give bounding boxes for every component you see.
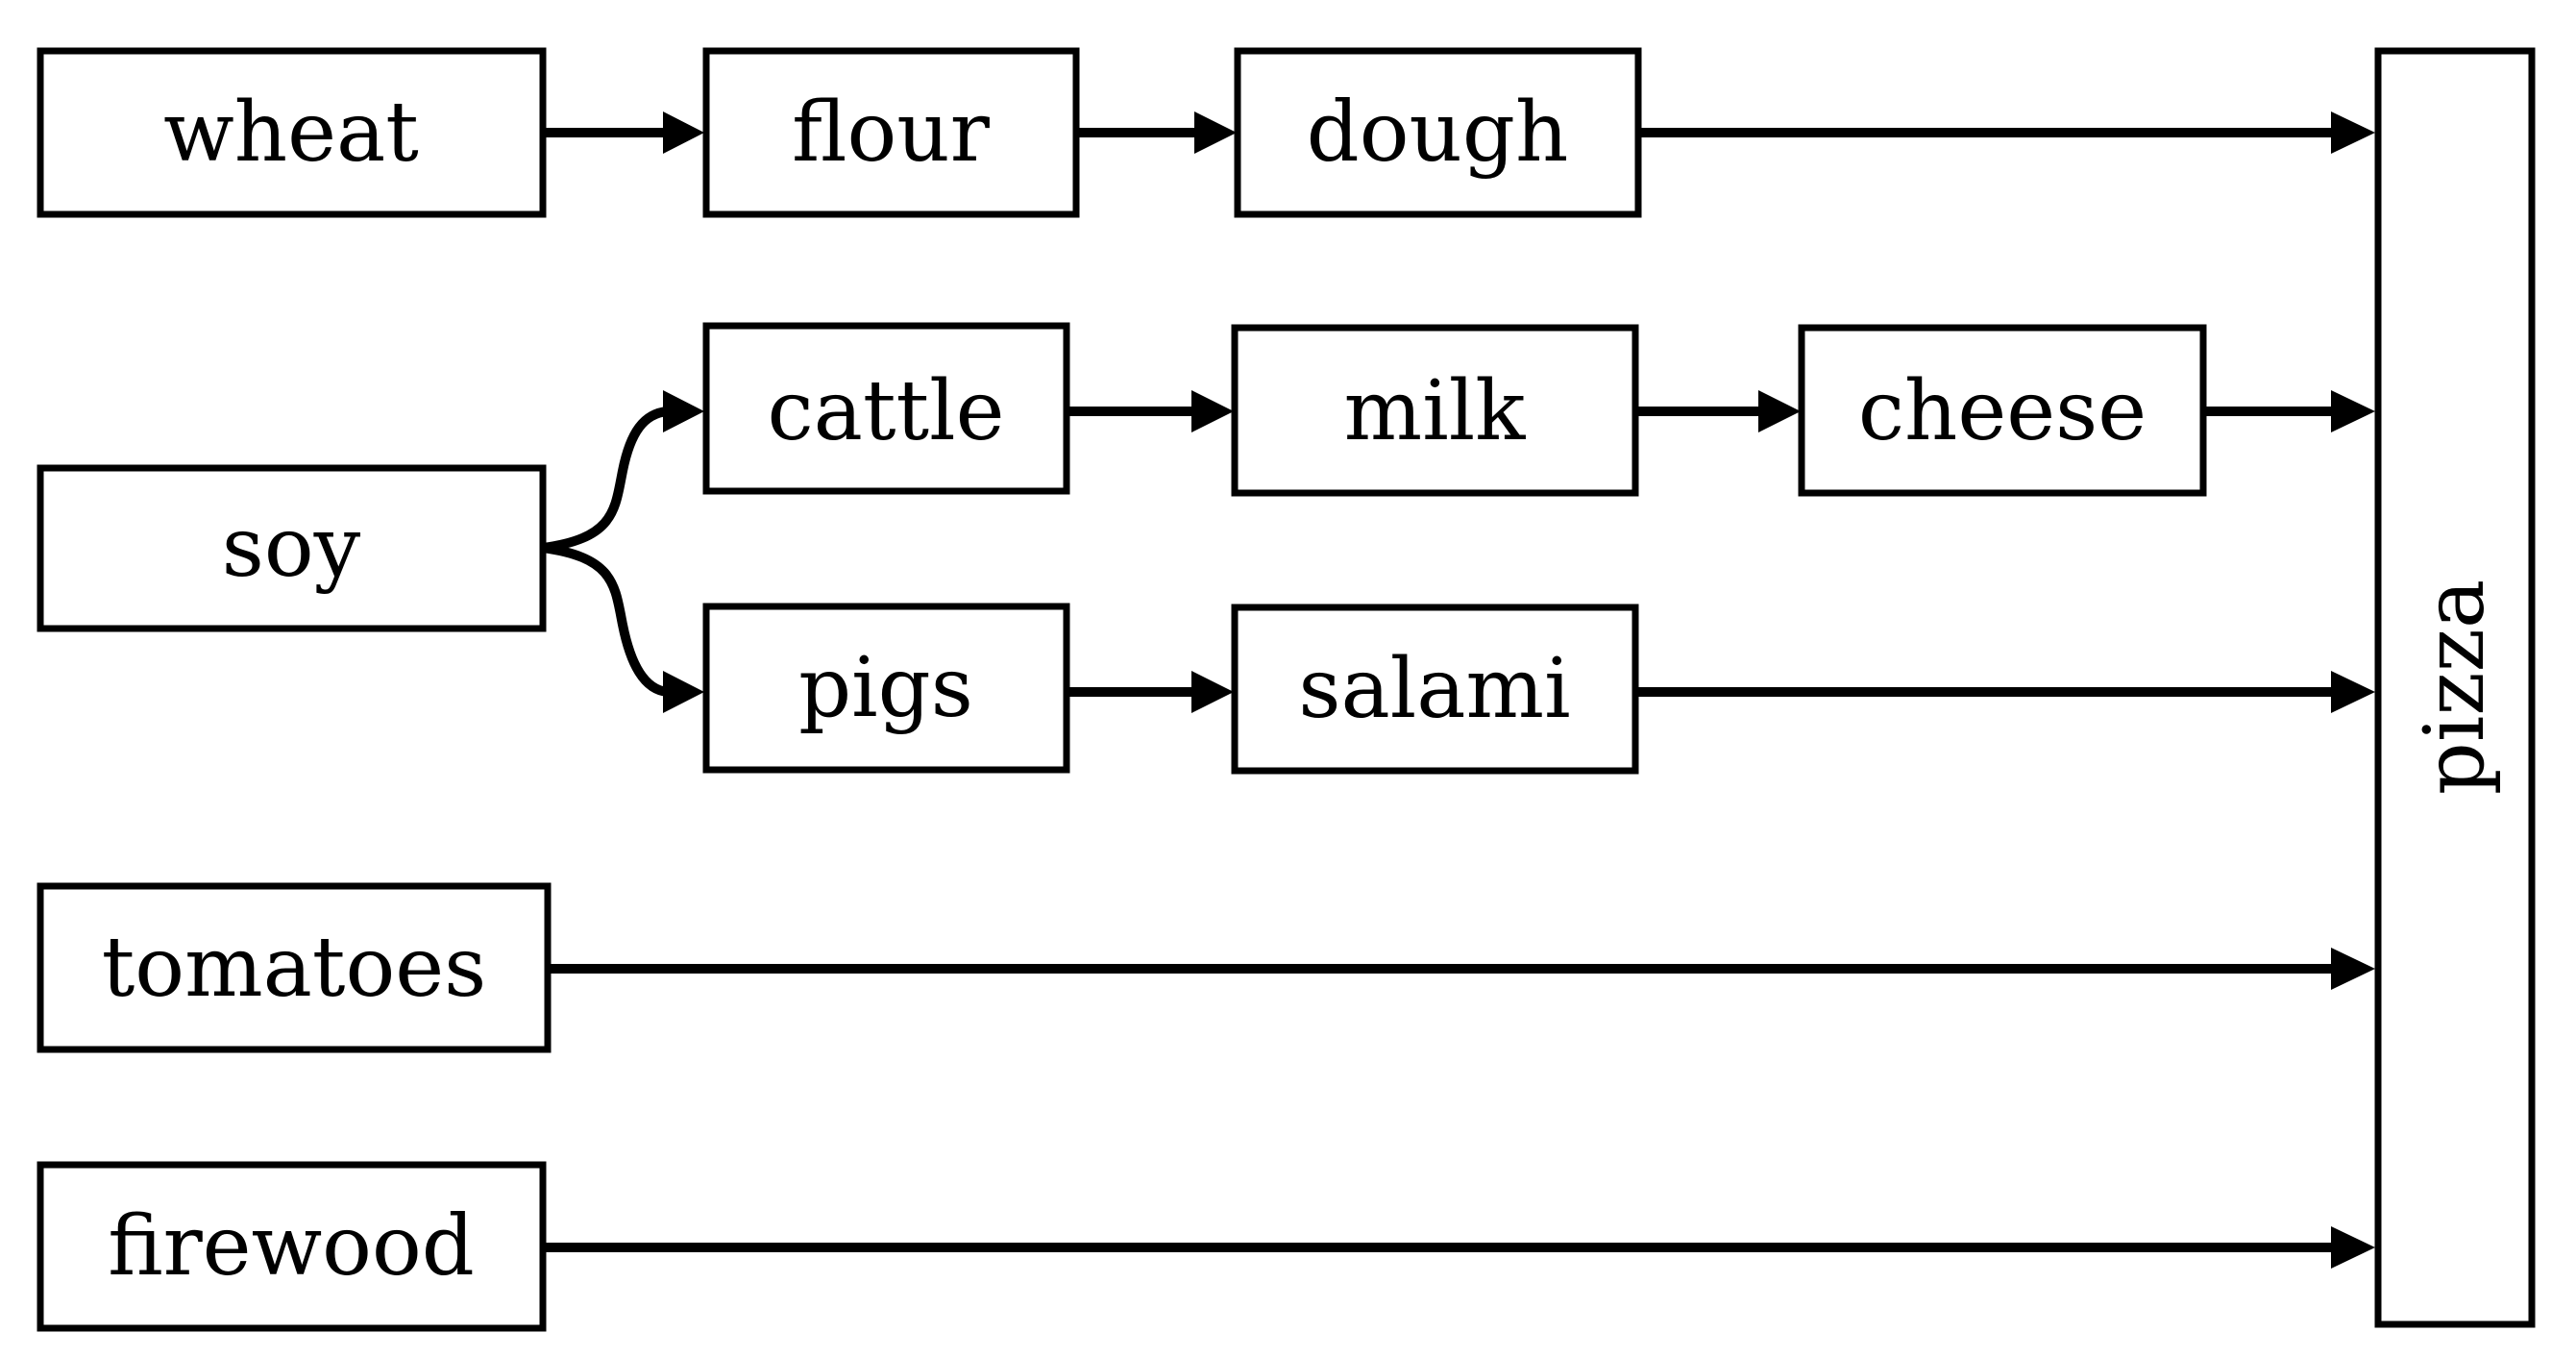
node-label-wheat: wheat bbox=[163, 85, 419, 181]
edge-firewood-pizza bbox=[543, 1226, 2375, 1269]
node-milk: milk bbox=[1231, 324, 1639, 497]
node-box bbox=[37, 464, 547, 632]
node-label-pigs: pigs bbox=[798, 640, 973, 736]
nodes: wheat flour dough soy cattle milk bbox=[37, 47, 2536, 1332]
node-box bbox=[702, 47, 1080, 218]
node-box bbox=[37, 47, 547, 218]
edge-milk-cheese bbox=[1635, 390, 1801, 432]
edge-soy-cattle bbox=[542, 390, 704, 553]
edge-soy-pigs bbox=[542, 543, 704, 713]
node-flour: flour bbox=[702, 47, 1080, 218]
edge-dough-pizza bbox=[1638, 111, 2375, 154]
node-label-dough: dough bbox=[1307, 85, 1569, 181]
node-box bbox=[702, 322, 1070, 495]
node-soy: soy bbox=[37, 464, 547, 632]
node-pigs: pigs bbox=[702, 603, 1070, 774]
node-label-milk: milk bbox=[1344, 363, 1527, 459]
node-label-salami: salami bbox=[1298, 641, 1570, 737]
node-dough: dough bbox=[1234, 47, 1642, 218]
node-box bbox=[1231, 604, 1639, 775]
node-label-firewood: firewood bbox=[108, 1198, 475, 1295]
edges bbox=[542, 111, 2375, 1269]
edge-wheat-flour bbox=[543, 111, 704, 154]
node-wheat: wheat bbox=[37, 47, 547, 218]
node-label-flour: flour bbox=[792, 85, 991, 181]
node-cheese: cheese bbox=[1798, 324, 2207, 497]
node-box bbox=[37, 1161, 547, 1332]
node-box bbox=[37, 882, 552, 1053]
node-box bbox=[1798, 324, 2207, 497]
node-pizza: pizza bbox=[2374, 47, 2536, 1328]
node-label-cheese: cheese bbox=[1858, 363, 2147, 459]
edge-pigs-salami bbox=[1067, 671, 1234, 713]
node-box bbox=[1234, 47, 1642, 218]
edge-salami-pizza bbox=[1635, 671, 2375, 713]
node-label-soy: soy bbox=[222, 500, 361, 596]
node-label-pizza: pizza bbox=[2407, 580, 2503, 795]
node-box bbox=[702, 603, 1070, 774]
edge-cattle-milk bbox=[1067, 390, 1234, 432]
node-tomatoes: tomatoes bbox=[37, 882, 552, 1053]
node-cattle: cattle bbox=[702, 322, 1070, 495]
node-firewood: firewood bbox=[37, 1161, 547, 1332]
edge-tomatoes-pizza bbox=[548, 948, 2375, 990]
node-salami: salami bbox=[1231, 604, 1639, 775]
node-box bbox=[1231, 324, 1639, 497]
node-label-cattle: cattle bbox=[768, 363, 1005, 459]
edge-cheese-pizza bbox=[2203, 390, 2375, 432]
edge-flour-dough bbox=[1076, 111, 1237, 154]
node-box bbox=[2374, 47, 2536, 1328]
node-label-tomatoes: tomatoes bbox=[102, 920, 487, 1016]
